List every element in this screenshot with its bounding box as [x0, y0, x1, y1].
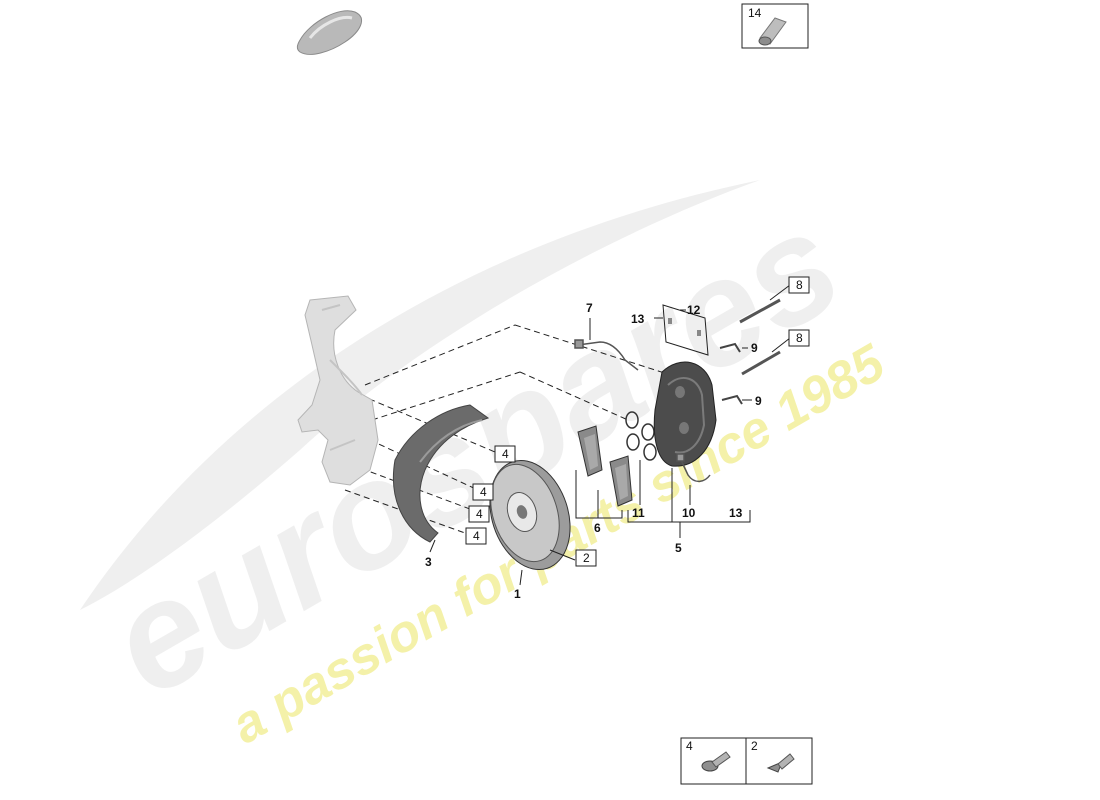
callout-8b: 8 [796, 331, 803, 345]
callout-10[interactable]: 10 [682, 506, 696, 520]
callout-8a: 8 [796, 278, 803, 292]
guide-pins [739, 298, 781, 376]
callout-box-8b[interactable]: 8 [788, 329, 810, 347]
callout-9b[interactable]: 9 [755, 394, 762, 408]
item-14-box[interactable]: 14 [741, 3, 809, 49]
bolt-legend: 4 2 [680, 737, 813, 785]
countersunk-bolt-icon [766, 753, 795, 773]
callout-4b: 4 [480, 485, 487, 499]
callout-6[interactable]: 6 [594, 521, 601, 535]
legend-cell-bolt-4[interactable]: 4 [680, 737, 747, 785]
callout-labels: 1 3 5 6 7 9 9 10 11 12 13 13 [425, 301, 762, 601]
callout-11[interactable]: 11 [632, 506, 645, 520]
legend-label-4: 4 [686, 739, 693, 753]
callout-13b[interactable]: 13 [729, 506, 743, 520]
callout-7[interactable]: 7 [586, 301, 593, 315]
callout-box-4a[interactable]: 4 [494, 445, 516, 463]
callout-4d: 4 [473, 529, 480, 543]
callout-13a[interactable]: 13 [631, 312, 645, 326]
callout-4c: 4 [476, 507, 483, 521]
grease-paste-icon [296, 10, 362, 55]
watermark-swoosh [80, 180, 760, 610]
callout-box-2[interactable]: 2 [575, 549, 597, 567]
callout-4a: 4 [502, 447, 509, 461]
legend-cell-bolt-2[interactable]: 2 [745, 737, 813, 785]
pad-retainer [662, 304, 709, 356]
clips [719, 342, 743, 405]
callout-box-4d[interactable]: 4 [465, 527, 487, 545]
brake-line [574, 339, 639, 371]
boxed-callouts: 8 8 4 4 4 4 2 [465, 276, 810, 567]
watermark: eurospares a passion for parts since 198… [80, 178, 895, 755]
brake-pads [577, 425, 633, 507]
brake-caliper [653, 361, 717, 467]
callout-12[interactable]: 12 [687, 303, 701, 317]
callout-2: 2 [583, 551, 590, 565]
callout-3[interactable]: 3 [425, 555, 432, 569]
legend-label-2: 2 [751, 739, 758, 753]
leader-lines [429, 284, 791, 586]
callout-1[interactable]: 1 [514, 587, 521, 601]
wear-sensor [676, 453, 711, 483]
callout-9a[interactable]: 9 [751, 341, 758, 355]
brake-shield [392, 404, 490, 543]
callout-box-4c[interactable]: 4 [468, 505, 490, 523]
callout-box-4b[interactable]: 4 [472, 483, 494, 501]
callout-14: 14 [748, 6, 762, 20]
flange-bolt-icon [701, 751, 731, 772]
sleeve-icon [758, 17, 787, 46]
callout-5[interactable]: 5 [675, 541, 682, 555]
callout-box-8a[interactable]: 8 [788, 276, 810, 294]
brake-disc [489, 459, 571, 571]
steering-knuckle [297, 295, 379, 486]
